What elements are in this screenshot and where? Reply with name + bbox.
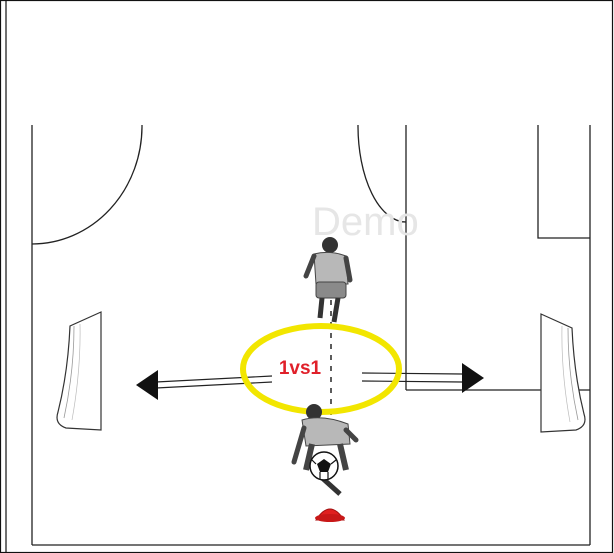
corner-arc-center bbox=[357, 124, 407, 223]
attacking-player-icon bbox=[303, 237, 353, 323]
right-arrow-icon bbox=[361, 363, 484, 393]
defending-player-icon bbox=[291, 404, 359, 496]
left-arrow-icon bbox=[136, 370, 273, 400]
watermark-text: Demo bbox=[312, 200, 419, 244]
left-goal-icon bbox=[56, 311, 102, 431]
pitch bbox=[31, 124, 591, 546]
right-goal-icon bbox=[540, 313, 586, 433]
drill-label: 1vs1 bbox=[278, 358, 322, 379]
corner-arc-left bbox=[31, 124, 143, 245]
small-box bbox=[537, 125, 590, 239]
cone-icon bbox=[315, 508, 345, 522]
ball-icon bbox=[309, 451, 339, 481]
